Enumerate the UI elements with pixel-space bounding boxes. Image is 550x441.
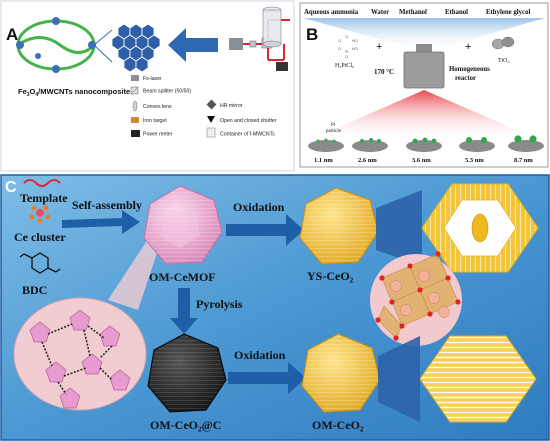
oxidation-arrow-bottom <box>228 362 306 394</box>
legend-iron-target: Iron target <box>143 118 167 124</box>
legend-icon-convex-lens <box>132 100 138 112</box>
solvent-list: Aqueous ammonia Water Methanol Ethanol E… <box>304 9 530 16</box>
svg-text:Pt: Pt <box>345 50 348 54</box>
process-arrow <box>168 28 218 62</box>
legend-convex-lens: Convex lens <box>143 104 172 110</box>
fs-laser-icon <box>229 38 243 50</box>
svg-text:Cl: Cl <box>338 39 342 43</box>
ys-ceo2-particle <box>299 187 379 265</box>
om-ceo2-particle <box>301 333 381 413</box>
svg-text:Cl: Cl <box>345 35 349 39</box>
ce-cluster-icon <box>29 205 51 224</box>
ys-ceo2-label: YS-CeO₂ <box>307 269 354 283</box>
size-label-2: 2.6 nm <box>358 157 377 164</box>
legend-container: Container of f-MWCNTs <box>220 132 275 138</box>
particle-group-2 <box>352 138 388 152</box>
om-ceo2-label: OM-CeO₂ <box>312 418 364 432</box>
panel-b: B Aqueous ammonia Water Methanol Ethanol… <box>299 2 549 168</box>
solvent-water: Water <box>371 9 389 16</box>
om-cemof-particle <box>143 185 223 265</box>
precursor-label: H₂PtCl₆ <box>335 63 354 69</box>
support-label: TiO₂ <box>498 58 510 64</box>
size-label-5: 8.7 nm <box>514 157 533 164</box>
size-label-1: 1.1 nm <box>314 157 333 164</box>
yolk-core <box>471 213 489 243</box>
ys-hex-cross-section <box>421 183 539 273</box>
panel-a-letter: A <box>6 25 18 44</box>
size-label-4: 5.3 nm <box>465 157 484 164</box>
pyrolysis-label: Pyrolysis <box>196 297 243 311</box>
ce-cluster-label: Ce cluster <box>14 230 66 244</box>
particle-group-5 <box>508 135 544 152</box>
particle-group-1 <box>308 138 344 152</box>
template-wave-icon <box>23 179 61 187</box>
legend-beam-splitter: Beam splitter (50/50) <box>143 89 191 95</box>
legend-icon-hr-mirror <box>206 99 217 110</box>
cnt-network-icon <box>16 17 113 73</box>
panel-c-letter: C <box>5 179 17 196</box>
projection-cone-top <box>376 190 422 266</box>
template-label: Template <box>20 191 68 205</box>
bdc-molecule-icon <box>19 252 61 274</box>
projection-cone-bottom <box>378 336 420 422</box>
panel-a: A Fe3O4/MWC <box>0 0 295 172</box>
legend-icon-shutter <box>207 116 215 123</box>
panel-a-legend: Fs-laser Beam splitter (50/50) Convex le… <box>130 75 277 138</box>
oxidation-arrow-top <box>226 214 304 246</box>
legend-shutter: Open and closed shutter <box>220 118 277 124</box>
legend-power-meter: Power meter <box>143 132 173 138</box>
legend-fs-laser: Fs-laser <box>143 76 162 82</box>
reactor-label-line2: reactor <box>455 75 476 82</box>
pt-particle-label-1: Pt <box>331 123 336 128</box>
legend-hr-mirror: HR mirror <box>220 103 243 109</box>
legend-icon-fs-laser <box>131 75 139 81</box>
heat-fan <box>310 90 540 140</box>
legend-icon-container <box>206 127 216 138</box>
solvent-ethylene-glycol: Ethylene glycol <box>486 9 530 16</box>
plus-sign-right: + <box>465 41 471 53</box>
bdc-label: BDC <box>22 283 47 297</box>
om-hex-cross-section <box>419 335 537 423</box>
panel-c: C Template Ce cluster BDC Self-assembly <box>0 174 550 441</box>
solvent-methanol: Methanol <box>399 9 427 16</box>
svg-text:Cl: Cl <box>338 47 342 51</box>
solvent-funnel <box>303 18 545 52</box>
particle-group-4 <box>459 137 495 152</box>
size-label-3: 3.6 nm <box>412 157 431 164</box>
om-cemof-label: OM-CeMOF <box>149 270 216 284</box>
svg-text:Cl: Cl <box>345 55 349 59</box>
svg-text:HCl: HCl <box>352 47 358 51</box>
self-assembly-label: Self-assembly <box>72 198 142 212</box>
panel-b-letter: B <box>306 25 318 44</box>
svg-text:HCl: HCl <box>352 39 358 43</box>
solvent-aqueous-ammonia: Aqueous ammonia <box>304 9 359 16</box>
reactor-icon <box>403 44 445 89</box>
legend-icon-iron-target <box>131 117 139 123</box>
om-ceo2-c-label: OM-CeO₂@C <box>150 418 221 432</box>
om-ceo2-c-particle <box>147 333 227 413</box>
zoom-funnel <box>108 236 158 310</box>
plus-sign-left: + <box>376 41 382 53</box>
particle-group-3 <box>406 137 442 152</box>
solvent-ethanol: Ethanol <box>445 9 468 16</box>
tio2-support-icon <box>491 36 515 50</box>
laser-setup-diagram <box>229 6 290 71</box>
reactor-temperature: 170 °C <box>374 68 394 76</box>
pt-particle-label-2: particle <box>326 129 342 134</box>
mof-network-icon <box>29 309 131 409</box>
composite-label: Fe3O4/MWCNTs nanocomposite <box>18 87 130 98</box>
oxidation-label-bottom: Oxidation <box>234 348 286 362</box>
legend-icon-power-meter <box>131 130 140 137</box>
reactor-label-line1: Homogeneous <box>449 66 490 73</box>
self-assembly-arrow <box>62 210 140 234</box>
oxidation-label-top: Oxidation <box>233 200 285 214</box>
particle-size-labels: 1.1 nm 2.6 nm 3.6 nm 5.3 nm 8.7 nm <box>314 157 533 164</box>
nanoparticle-row <box>308 135 544 152</box>
crystal-structure-icon <box>370 251 462 346</box>
pyrolysis-arrow <box>170 288 198 334</box>
graphene-sheet-icon <box>111 23 161 73</box>
